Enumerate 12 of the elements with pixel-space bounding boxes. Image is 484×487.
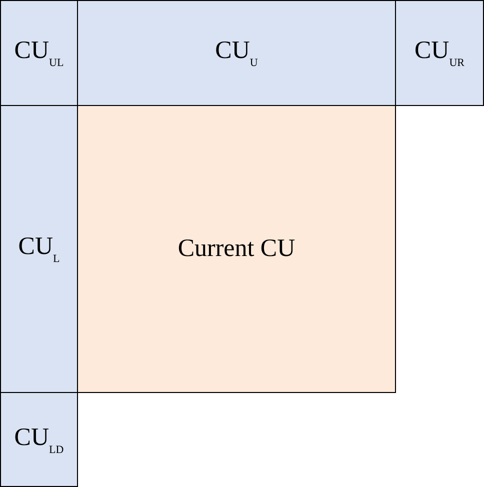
block-cell <box>0 0 78 106</box>
block-label: CU$_{L}$ <box>18 233 60 265</box>
block-label: Current CU <box>178 235 296 263</box>
block-cell <box>395 0 484 106</box>
block-cell <box>0 105 78 393</box>
block-label: CU$_{UL}$ <box>14 37 64 69</box>
block-cell <box>77 0 396 106</box>
block-cell <box>0 392 78 487</box>
block-cell <box>77 105 396 393</box>
block-label: CU$_{LD}$ <box>14 424 64 456</box>
block-label: CU$_{U}$ <box>215 37 258 69</box>
block-label: CU$_{UR}$ <box>414 37 464 69</box>
